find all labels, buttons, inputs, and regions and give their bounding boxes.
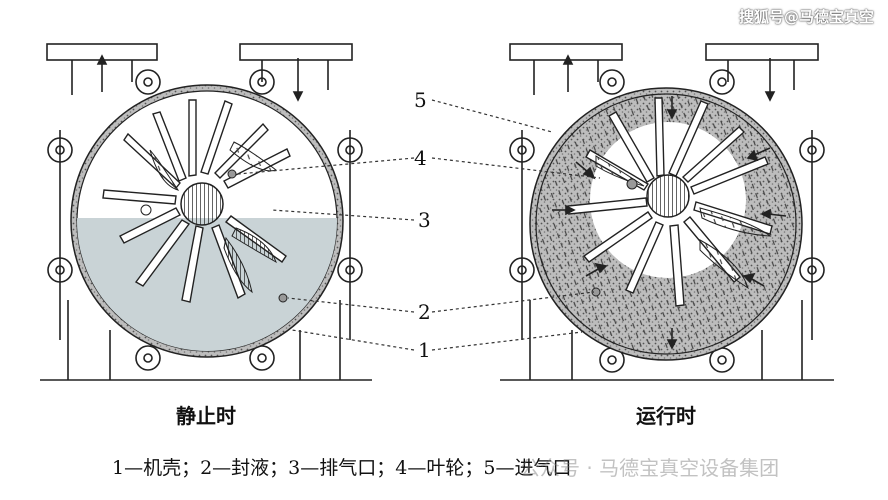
- caption-static: 静止时: [176, 404, 236, 428]
- left-pump: [40, 43, 372, 381]
- leader-lines: [237, 99, 601, 351]
- label-3: 3: [418, 208, 431, 232]
- left-liquid: [77, 218, 337, 351]
- left-hub: [180, 182, 224, 226]
- label-2: 2: [418, 300, 431, 324]
- label-4: 4: [414, 146, 427, 170]
- right-force-arrows: [552, 96, 787, 350]
- label-5: 5: [414, 88, 427, 112]
- watermark-bottom: 公众号 · 马德宝真空设备集团: [520, 456, 780, 480]
- left-flow-arrows: [96, 54, 304, 102]
- right-housing: [500, 43, 834, 381]
- right-hub: [646, 174, 690, 218]
- left-liquid-pockets: [149, 141, 278, 294]
- right-pump: [500, 43, 834, 381]
- legend-text: 1—机壳；2—封液；3—排气口；4—叶轮；5—进气口: [112, 457, 572, 479]
- watermark-top: 搜狐号@马德宝真空: [738, 8, 874, 26]
- right-flow-arrows: [562, 54, 776, 102]
- left-housing: [40, 43, 372, 381]
- caption-running: 运行时: [636, 404, 696, 428]
- label-1: 1: [418, 338, 431, 362]
